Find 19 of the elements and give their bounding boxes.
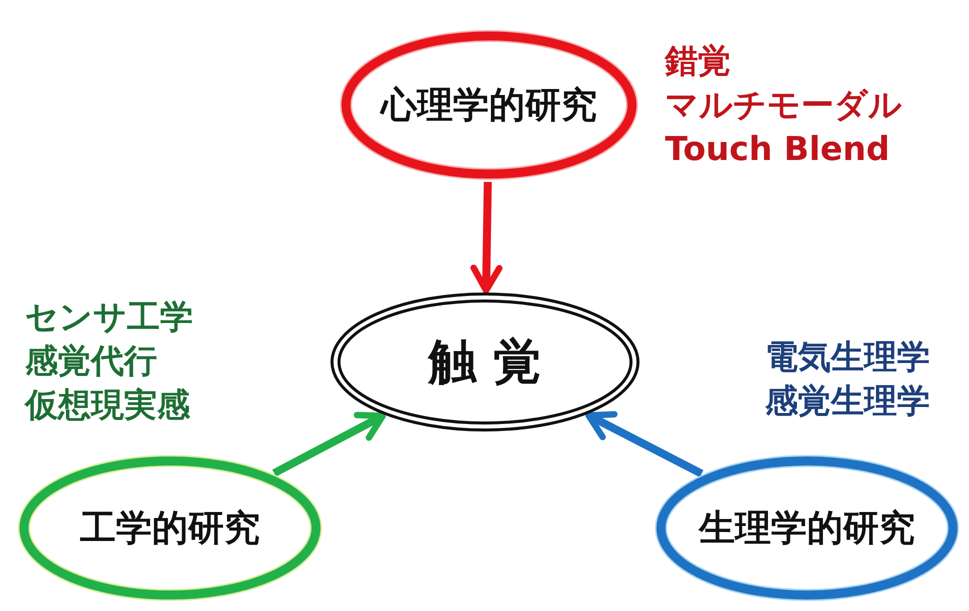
topic-note: Touch Blend: [665, 128, 890, 170]
node-label: 触 覚: [428, 333, 542, 392]
node-label: 心理学的研究: [381, 84, 597, 128]
topic-note: 仮想現実感: [25, 384, 190, 426]
arrow: [272, 412, 386, 477]
research-ellipse: [340, 30, 638, 180]
research-ellipse: [655, 455, 959, 601]
topic-note: 電気生理学: [765, 336, 930, 378]
arrow: [585, 411, 704, 478]
node-label: 生理学的研究: [699, 506, 915, 550]
topic-note: センサ工学: [25, 296, 193, 338]
node-label: 工学的研究: [80, 506, 260, 550]
topic-note: 感覚代行: [25, 340, 157, 382]
arrow: [470, 182, 502, 294]
topic-note: 感覚生理学: [765, 380, 930, 422]
topic-note: マルチモーダル: [665, 84, 902, 126]
topic-ellipse: [330, 292, 640, 432]
research-ellipse: [18, 455, 322, 601]
topic-note: 錯覚: [665, 40, 731, 82]
